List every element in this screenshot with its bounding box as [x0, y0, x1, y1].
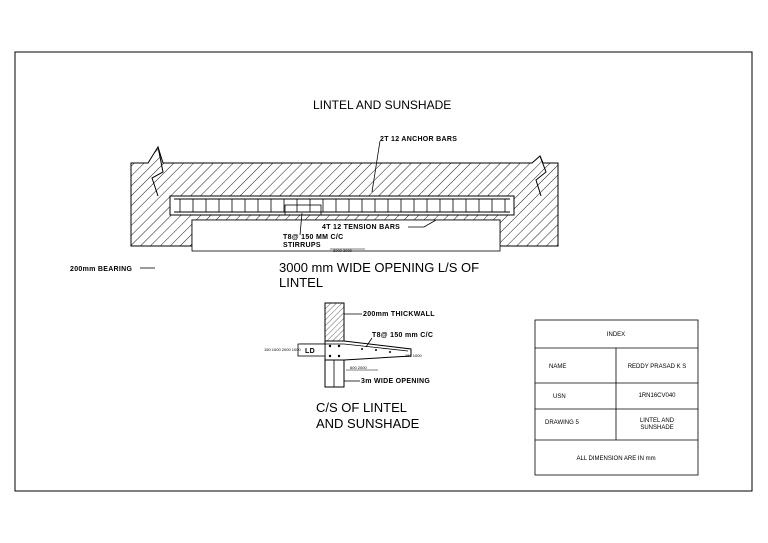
index-footer: ALL DIMENSION ARE IN mm — [576, 456, 655, 462]
opening-label: 3m WIDE OPENING — [361, 378, 430, 385]
index-value-name: REDDY PRASAD K S — [628, 364, 687, 370]
section-bar-dots — [328, 344, 391, 358]
ld-label: LD — [305, 348, 315, 355]
drawing-title: LINTEL AND SUNSHADE — [313, 98, 451, 112]
section-wall — [324, 302, 345, 342]
stirrups-label-2: STIRRUPS — [283, 242, 321, 249]
opening-outline — [191, 219, 501, 252]
bottom-dimension: 600 2000 — [350, 365, 367, 370]
thickwall-label: 200mm THICKWALL — [363, 311, 435, 318]
lintel-cross-section: 200mm THICKWALL T8@ 150 mm C/C LD 150 10… — [264, 302, 435, 431]
stirrups — [179, 199, 506, 212]
stirrups-label-1: T8@ 150 MM C/C — [283, 234, 343, 241]
lintel-beam — [169, 195, 515, 216]
lintel-elevation: 2T 12 ANCHOR BARS 4T 12 TENSION BARS T8@… — [70, 136, 559, 290]
index-value-usn: 1RN16CV040 — [638, 393, 676, 399]
index-key-name: NAME — [549, 364, 566, 370]
index-value-drawing-1: LINTEL AND — [640, 418, 675, 424]
stirrup-detail-box — [284, 204, 322, 216]
break-mark-left — [151, 146, 164, 197]
index-key-usn: USN — [553, 394, 566, 400]
right-dimension: 150 1000 — [405, 353, 422, 358]
tension-leader — [408, 219, 437, 228]
elevation-caption-1: 3000 mm WIDE OPENING L/S OF — [279, 260, 479, 275]
section-support — [324, 359, 345, 388]
anchor-bars-label: 2T 12 ANCHOR BARS — [380, 136, 457, 143]
bearing-label: 200mm BEARING — [70, 266, 133, 273]
anchor-leader — [371, 140, 381, 193]
section-caption-2: AND SUNSHADE — [316, 416, 420, 431]
stirrup-leader — [299, 212, 303, 236]
left-dimensions: 150 1000 2000 1000 — [264, 347, 301, 352]
index-key-drawing: DRAWING 5 — [545, 420, 579, 426]
section-spacing-label: T8@ 150 mm C/C — [372, 332, 433, 339]
index-table: INDEX NAME REDDY PRASAD K S USN 1RN16CV0… — [534, 319, 699, 476]
index-value-drawing-2: SUNSHADE — [640, 425, 673, 431]
tension-bars-label: 4T 12 TENSION BARS — [322, 224, 400, 231]
elevation-caption-2: LINTEL — [279, 275, 323, 290]
opening-dimension: 3000 3000 — [333, 248, 353, 253]
ld-anchorage — [297, 343, 326, 357]
spacing-leader — [365, 337, 373, 348]
index-header: INDEX — [607, 332, 625, 338]
section-caption-1: C/S OF LINTEL — [316, 400, 407, 415]
sheet-border — [14, 51, 753, 492]
break-mark-right — [535, 155, 547, 197]
